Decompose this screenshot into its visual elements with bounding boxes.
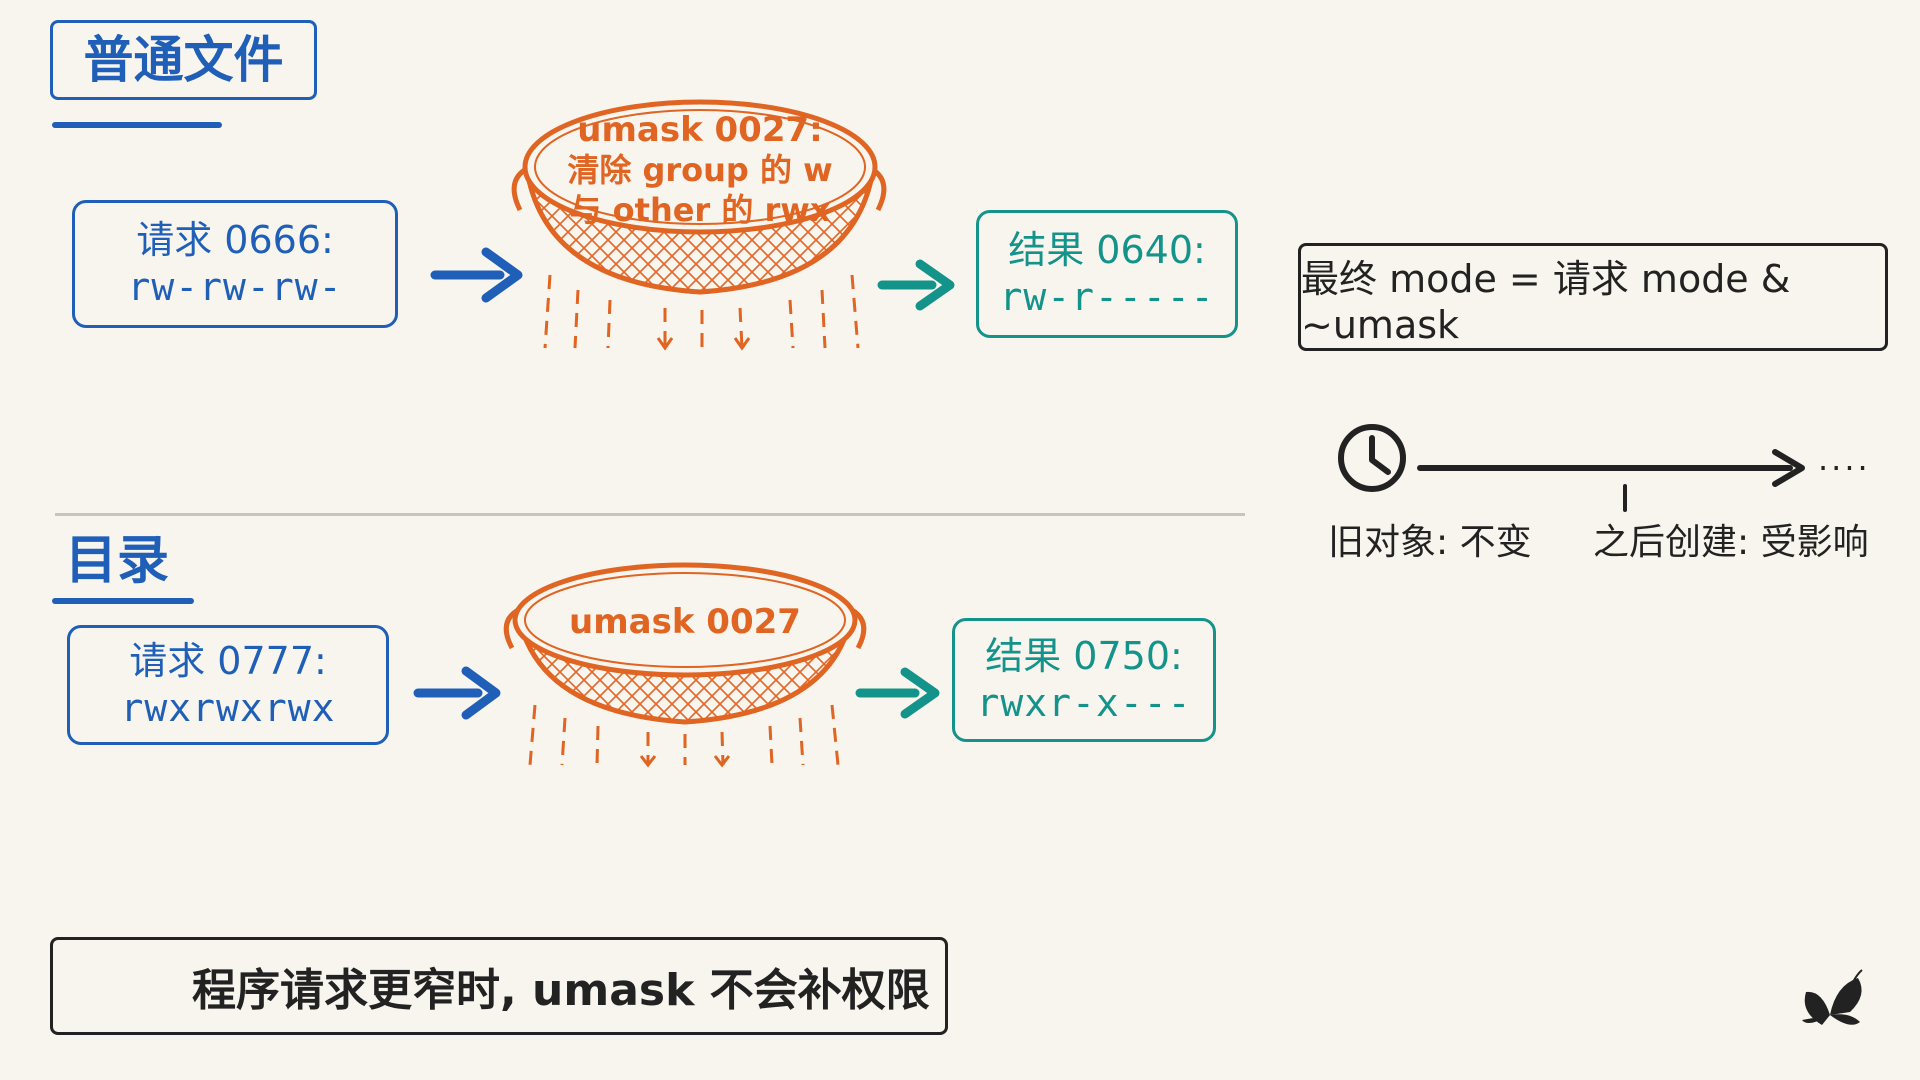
file-result-box: 结果 0640: rw-r-----: [976, 210, 1238, 338]
file-filter-line1: umask 0027:: [577, 110, 823, 150]
warning-box: 程序请求更窄时, umask 不会补权限: [50, 937, 948, 1035]
file-section-title-text: 普通文件: [83, 31, 284, 89]
dir-filter-pan: [503, 562, 867, 725]
file-drip-lines: [543, 274, 860, 351]
formula-box: 最终 mode = 请求 mode & ~umask: [1298, 243, 1888, 351]
dir-filter-label: umask 0027: [569, 602, 801, 642]
file-result-label: 结果 0640:: [1008, 227, 1206, 272]
file-filter-pan: [511, 99, 887, 295]
dir-section-title: 目录: [65, 531, 170, 591]
file-filter-line3: 与 other 的 rwx: [569, 190, 831, 229]
file-section-title: 普通文件: [50, 20, 317, 100]
dir-arrow-in: [413, 666, 501, 720]
dir-title-underline: [52, 598, 194, 604]
dir-arrow-out: [855, 667, 940, 719]
dir-result-label: 结果 0750:: [985, 633, 1183, 678]
formula-text: 最终 mode = 请求 mode & ~umask: [1301, 256, 1791, 347]
file-request-label: 请求 0666:: [136, 217, 334, 262]
file-request-perms: rw-rw-rw-: [127, 265, 343, 309]
file-arrow-in: [430, 247, 523, 303]
file-filter-line2: 清除 group 的 w: [567, 151, 833, 190]
file-request-box: 请求 0666: rw-rw-rw-: [72, 200, 398, 328]
timeline-left-label: 旧对象: 不变: [1328, 522, 1532, 563]
timeline-trail: ....: [1818, 440, 1871, 478]
file-result-perms: rw-r-----: [999, 275, 1215, 319]
section-divider: [55, 513, 1245, 516]
dir-drip-lines: [528, 704, 840, 768]
clock-icon: [1338, 424, 1406, 492]
dir-result-box: 结果 0750: rwxr-x---: [952, 618, 1216, 742]
timeline-arrow: [1417, 449, 1805, 512]
file-arrow-out: [877, 259, 955, 311]
dir-request-label: 请求 0777:: [129, 638, 327, 683]
warning-text: 程序请求更窄时, umask 不会补权限: [192, 965, 930, 1016]
dir-request-box: 请求 0777: rwxrwxrwx: [67, 625, 389, 745]
file-title-underline: [52, 122, 222, 128]
timeline-right-label: 之后创建: 受影响: [1593, 522, 1869, 563]
file-filter-label: umask 0027: 清除 group 的 w 与 other 的 rwx: [560, 110, 840, 230]
dir-request-perms: rwxrwxrwx: [120, 686, 336, 730]
dir-result-perms: rwxr-x---: [976, 681, 1192, 725]
butterfly-logo: [1802, 969, 1863, 1025]
